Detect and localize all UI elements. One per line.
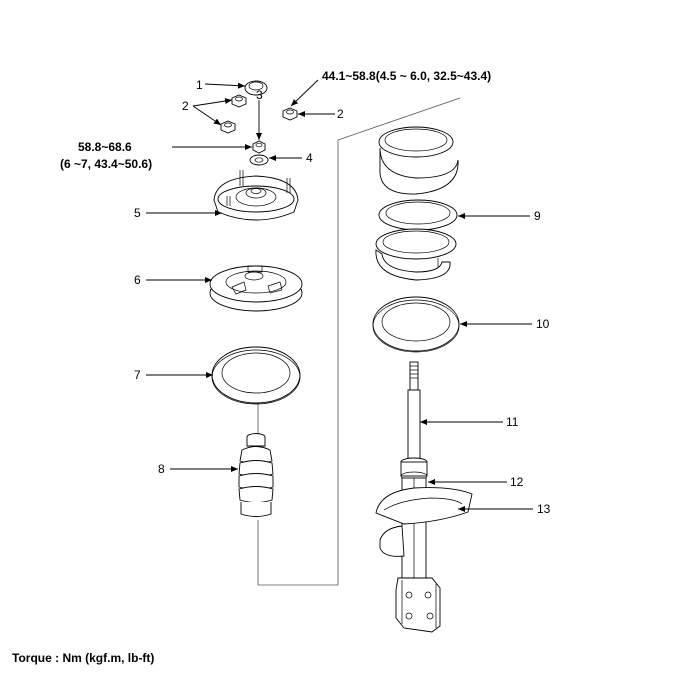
label-8: 8: [158, 462, 165, 476]
leader-2a-lower: [192, 105, 222, 126]
torque-specs: 44.1~58.8(4.5 ~ 6.0, 32.5~43.4) 58.8~68.…: [60, 69, 491, 171]
part-8-dust-cover: [238, 433, 274, 517]
label-5: 5: [134, 206, 141, 220]
leader-2a-upper: [192, 98, 233, 107]
label-9: 9: [534, 209, 541, 223]
part-2-nut-left-b: [220, 120, 236, 134]
label-11: 11: [506, 415, 519, 429]
label-4: 4: [306, 151, 313, 165]
part-13-spring-seat: [375, 487, 473, 557]
part-3-lock-nut: [252, 140, 266, 154]
torque-lock-nut-line2: (6 ~7, 43.4~50.6): [60, 157, 152, 171]
part-5-strut-mount: [213, 170, 299, 221]
part-1-cap: [244, 80, 268, 96]
label-6: 6: [134, 273, 141, 287]
part-2-nut-right: [282, 107, 298, 121]
label-1: 1: [196, 78, 203, 92]
part-11-strut-rod: [407, 361, 421, 463]
torque-units-note: Torque : Nm (kgf.m, lb-ft): [12, 651, 154, 665]
part-6-bearing: [209, 265, 303, 312]
leader-1: [204, 82, 246, 89]
part-9-coil-spring: [375, 126, 459, 281]
label-12: 12: [510, 475, 524, 489]
label-2-right: 2: [337, 107, 344, 121]
label-2-left: 2: [182, 99, 189, 113]
label-10: 10: [536, 317, 550, 331]
part-4-washer: [249, 154, 269, 166]
torque-upper-nut: 44.1~58.8(4.5 ~ 6.0, 32.5~43.4): [322, 69, 491, 83]
label-3: 3: [256, 88, 263, 102]
leader-lines: [146, 79, 533, 512]
part-labels: 1 2 2 3 4 5 6 7 8 9 10 11 12 13: [134, 78, 551, 516]
label-7: 7: [134, 368, 141, 382]
torque-lock-nut-line1: 58.8~68.6: [78, 140, 132, 154]
part-2-nut-left-a: [231, 94, 247, 108]
leader-upper-torque: [290, 79, 319, 107]
part-7-spring-pad: [211, 346, 301, 405]
label-13: 13: [537, 502, 551, 516]
strut-knuckle-bracket: [395, 577, 441, 633]
part-10-lower-spring-pad: [372, 296, 460, 353]
